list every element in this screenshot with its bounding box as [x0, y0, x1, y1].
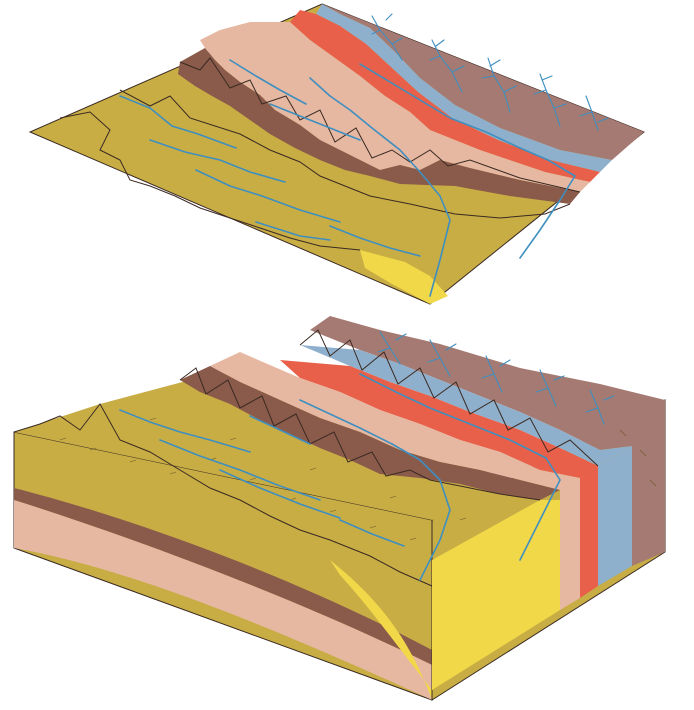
map-blue-bed — [316, 4, 612, 172]
map-tan-bed — [200, 22, 590, 192]
map-dark-brown-bed — [178, 48, 580, 204]
map-left-contact — [59, 111, 361, 251]
block-escarpment-teeth — [299, 329, 599, 467]
block-lowland-edge — [13, 403, 433, 587]
map-red-bed — [290, 10, 600, 182]
block-top-brown — [180, 366, 560, 500]
front-layer-brown — [14, 488, 432, 665]
side-layer-red — [580, 466, 598, 598]
block-top-texture — [59, 417, 657, 541]
map-lower-contact — [119, 89, 571, 219]
block-stream-network — [119, 331, 615, 581]
block-top-olive — [14, 370, 540, 520]
side-layer-mauve — [632, 400, 665, 566]
block-top-tan — [210, 352, 580, 490]
map-yellow-bed — [360, 250, 448, 304]
block-top-red — [280, 360, 598, 478]
block-brown-teeth — [179, 367, 541, 501]
map-mauve-upland — [322, 4, 644, 160]
side-layer-yellow — [432, 500, 560, 690]
map-escarpment-line — [179, 57, 581, 193]
map-stream-network — [119, 13, 609, 297]
side-layer-blue — [598, 446, 632, 586]
side-layer-tan — [560, 478, 580, 610]
front-layer-yellow — [330, 560, 432, 700]
block-top-mauve — [310, 316, 665, 450]
front-layer-tan — [14, 500, 432, 700]
